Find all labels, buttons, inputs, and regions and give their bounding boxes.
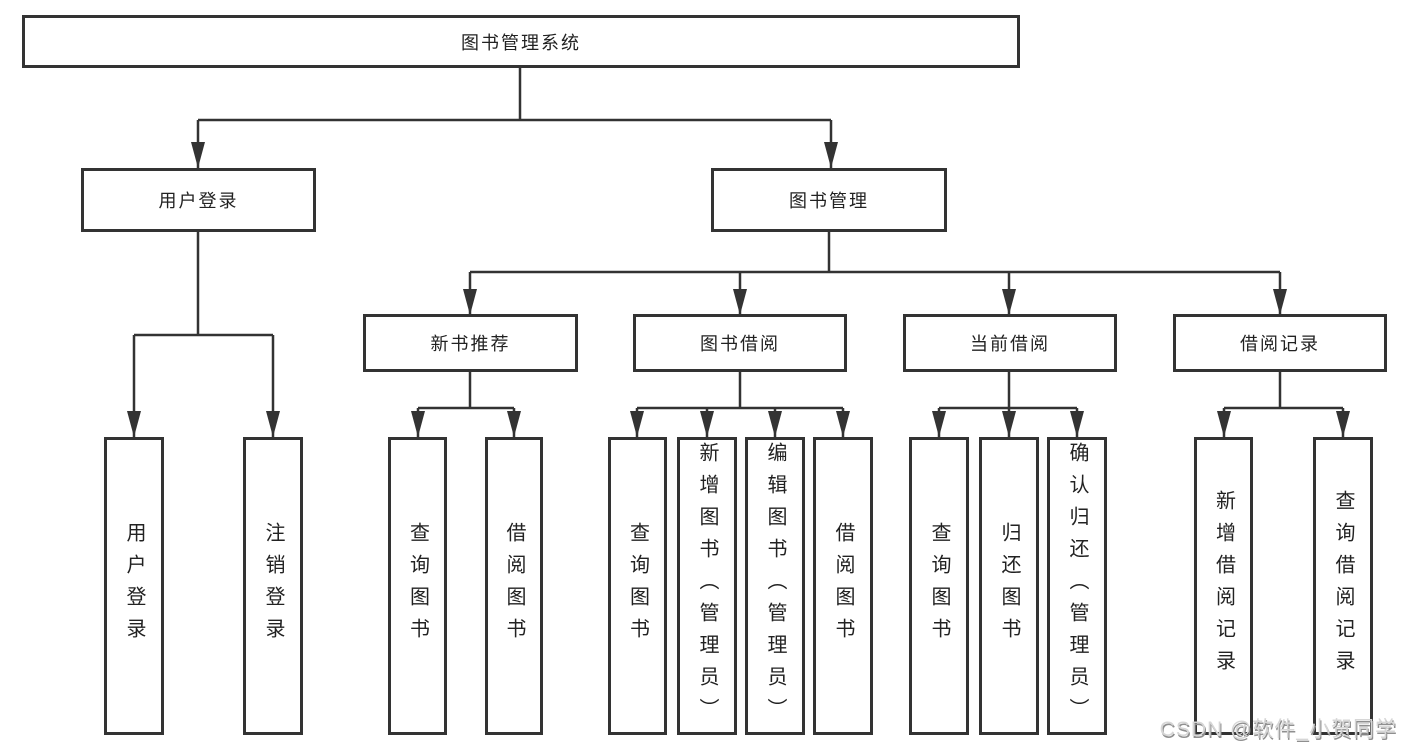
arrowhead: [1070, 411, 1084, 437]
node-new-book-recommend-label: 新书推荐: [430, 334, 511, 354]
arrowhead: [630, 411, 644, 437]
leaf-add-borrow-record-label: 新增借阅记录: [1212, 490, 1235, 682]
leaf-add-book-admin: 新增图书（管理员）: [677, 437, 737, 735]
node-book-borrowing: 图书借阅: [633, 314, 847, 372]
node-library-system-label: 图书管理系统: [461, 32, 581, 53]
arrowhead: [932, 411, 946, 437]
node-book-management: 图书管理: [711, 168, 947, 232]
leaf-edit-book-admin-label: 编辑图书（管理员）: [764, 442, 786, 730]
arrowhead: [1336, 411, 1350, 437]
node-current-borrowing-label: 当前借阅: [970, 334, 1050, 354]
arrowhead: [266, 411, 280, 437]
arrowhead: [1273, 289, 1287, 315]
arrowhead: [768, 411, 782, 437]
leaf-borrow-books: 借阅图书: [813, 437, 873, 735]
leaf-return-books-label: 归还图书: [998, 522, 1020, 650]
leaf-query-borrow-record: 查询借阅记录: [1313, 437, 1373, 735]
leaf-confirm-return-admin: 确认归还（管理员）: [1047, 437, 1107, 735]
arrowhead: [1217, 411, 1231, 437]
arrowhead: [700, 411, 714, 437]
leaf-query-borrow-record-label: 查询借阅记录: [1332, 490, 1354, 682]
leaf-borrow-books-recommend: 借阅图书: [485, 437, 543, 735]
leaf-edit-book-admin: 编辑图书（管理员）: [745, 437, 805, 735]
leaf-query-books-borrowing-label: 查询图书: [626, 522, 649, 650]
arrowhead: [1002, 411, 1016, 437]
leaf-borrow-books-recommend-label: 借阅图书: [503, 522, 525, 650]
arrowhead: [191, 142, 205, 168]
arrowhead: [411, 411, 425, 437]
leaf-user-login: 用户登录: [104, 437, 164, 735]
node-user-login: 用户登录: [81, 168, 316, 232]
arrowhead: [127, 411, 141, 437]
arrowhead: [1002, 289, 1016, 315]
node-borrowing-records: 借阅记录: [1173, 314, 1387, 372]
node-user-login-label: 用户登录: [158, 191, 239, 211]
leaf-borrow-books-label: 借阅图书: [832, 522, 854, 650]
leaf-user-login-label: 用户登录: [123, 522, 145, 650]
node-current-borrowing: 当前借阅: [903, 314, 1117, 372]
node-borrowing-records-label: 借阅记录: [1240, 334, 1320, 354]
leaf-confirm-return-admin-label: 确认归还（管理员）: [1066, 442, 1088, 730]
node-new-book-recommend: 新书推荐: [363, 314, 578, 372]
leaf-query-books-recommend-label: 查询图书: [406, 522, 429, 650]
leaf-logout: 注销登录: [243, 437, 303, 735]
leaf-logout-label: 注销登录: [262, 522, 284, 650]
leaf-query-books-recommend: 查询图书: [388, 437, 447, 735]
arrowhead: [836, 411, 850, 437]
arrowhead: [733, 289, 747, 315]
leaf-query-books-borrowing: 查询图书: [608, 437, 667, 735]
node-library-system: 图书管理系统: [22, 15, 1020, 68]
leaf-return-books: 归还图书: [979, 437, 1039, 735]
arrowhead: [463, 289, 477, 315]
node-book-borrowing-label: 图书借阅: [700, 334, 780, 354]
node-book-management-label: 图书管理: [789, 191, 869, 211]
leaf-add-borrow-record: 新增借阅记录: [1194, 437, 1253, 735]
arrowhead: [824, 142, 838, 168]
arrowhead: [507, 411, 521, 437]
leaf-add-book-admin-label: 新增图书（管理员）: [696, 442, 718, 730]
leaf-query-books-current-label: 查询图书: [928, 522, 950, 650]
leaf-query-books-current: 查询图书: [909, 437, 969, 735]
